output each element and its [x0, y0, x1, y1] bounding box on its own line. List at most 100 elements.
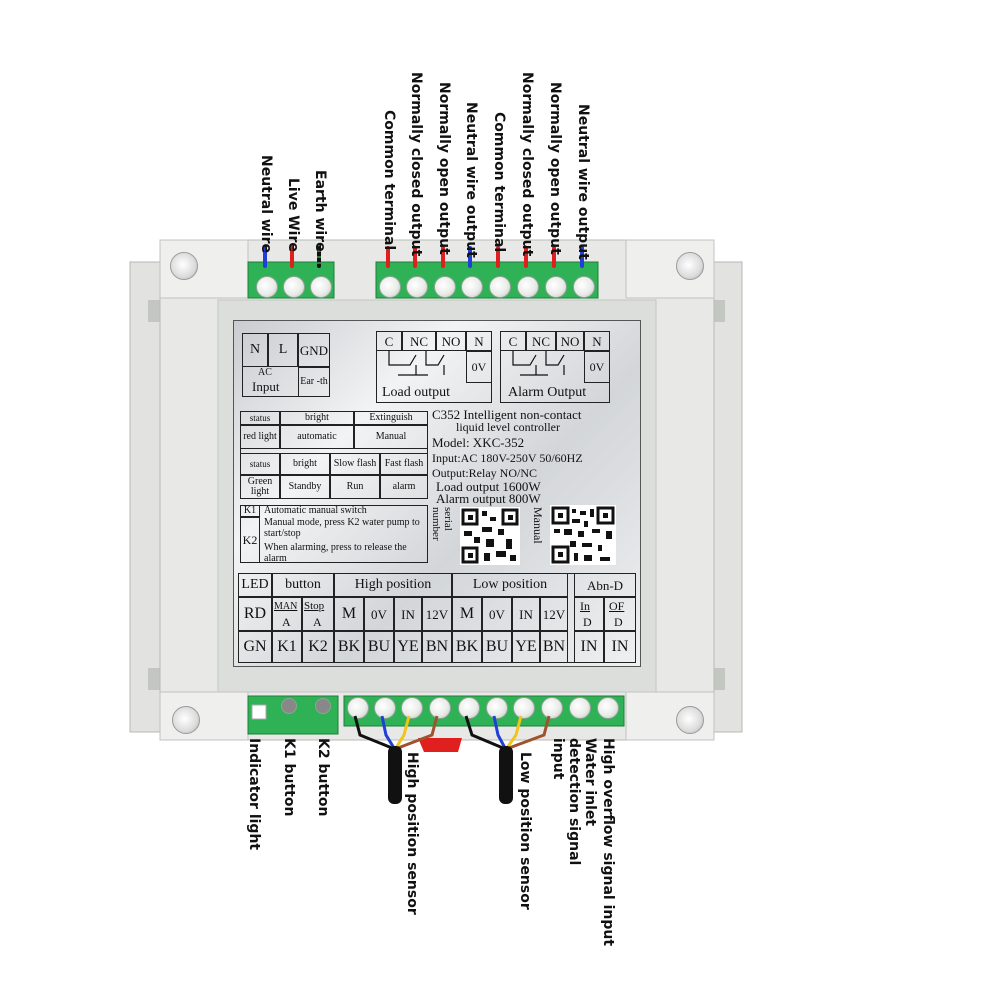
of-d-cell — [604, 597, 636, 631]
k1-cell: K1 — [272, 631, 302, 663]
bright-cell-2: bright — [280, 453, 330, 475]
spec-line-1: C352 Intelligent non-contact — [432, 407, 582, 422]
terminal-screw-high-m — [347, 697, 369, 719]
k2-cell: K2 — [302, 631, 334, 663]
high-m-cell: M — [334, 597, 364, 631]
mounting-hole-top-left — [170, 252, 198, 280]
man-a-top: MAN — [274, 601, 298, 612]
load-no-cell: NO — [436, 331, 466, 351]
load-0v-cell: 0V — [466, 351, 492, 383]
ac-input-label: Input — [252, 379, 280, 394]
alarm-relay-symbol — [512, 351, 565, 376]
standby-cell: Standby — [280, 475, 330, 499]
label-neutral-wire-output-1: Neutral wire output — [463, 102, 479, 258]
high-0v-cell: 0V — [364, 597, 394, 631]
stop-a-bottom: A — [313, 615, 322, 629]
label-low-position-sensor: Low position sensor — [517, 752, 533, 910]
spec-model: Model: XKC-352 — [432, 435, 525, 450]
high-position-header: High position — [334, 573, 452, 597]
terminal-screw-low-m — [458, 697, 480, 719]
high-in-cell: IN — [394, 597, 422, 631]
status-cell-2: status — [240, 453, 280, 475]
terminal-screw-load-n — [461, 276, 483, 298]
low-bu-cell: BU — [482, 631, 512, 663]
alarm-no-cell: NO — [556, 331, 584, 351]
wire-earth — [317, 246, 321, 268]
run-cell: Run — [330, 475, 380, 499]
spec-line-2: liquid level controller — [456, 420, 560, 434]
wire-neutral — [263, 246, 267, 268]
label-k1-button: K1 button — [281, 738, 297, 817]
low-bn-cell: BN — [540, 631, 568, 663]
terminal-screw-alarm-n — [573, 276, 595, 298]
k1-key-cell: K1 — [240, 505, 260, 517]
k2-key-cell: K2 — [240, 517, 260, 563]
wire-alarm-nc — [524, 246, 528, 268]
high-ye-cell: YE — [394, 631, 422, 663]
mounting-hole-top-right — [676, 252, 704, 280]
wire-load-no — [441, 246, 445, 268]
terminal-screw-high-12v — [429, 697, 451, 719]
load-c-cell: C — [376, 331, 402, 351]
gn-cell: GN — [238, 631, 272, 663]
k1-text: Automatic manual switch — [264, 505, 367, 516]
stop-a-cell — [302, 597, 334, 631]
rd-cell: RD — [238, 597, 272, 631]
wire-alarm-no — [552, 246, 556, 268]
wire-alarm-c — [496, 246, 500, 268]
label-common-terminal-1: Common terminal — [381, 110, 397, 251]
terminal-screw-high-in — [401, 697, 423, 719]
manual-label: Manual — [531, 507, 545, 544]
spec-alarm: Alarm output 800W — [436, 491, 541, 506]
terminal-screw-alarm-c — [489, 276, 511, 298]
high-12v-cell: 12V — [422, 597, 452, 631]
spec-load: Load output 1600W — [436, 479, 541, 494]
terminal-screw-low-12v — [541, 697, 563, 719]
k1-button-cap[interactable] — [281, 698, 297, 714]
low-bk-cell: BK — [452, 631, 482, 663]
k2-text-b: When alarming, press to release the alar… — [264, 542, 407, 564]
label-normally-closed-output-1: Normally closed output — [408, 72, 424, 257]
label-earth-wire: Earth wire — [312, 170, 328, 252]
serial-number-label: serial number — [430, 507, 454, 541]
serial-number-qr-icon — [460, 507, 520, 565]
load-relay-symbol — [388, 351, 445, 376]
terminal-screw-low-in — [513, 697, 535, 719]
in-d-top: In — [580, 599, 590, 613]
of-d-bottom: D — [614, 615, 623, 629]
low-ye-cell: YE — [512, 631, 540, 663]
led-header: LED — [238, 573, 272, 597]
label-neutral-wire: Neutral wire — [258, 155, 274, 254]
inlet-in-cell: IN — [574, 631, 604, 663]
terminal-screw-inlet — [569, 697, 591, 719]
mounting-hole-bottom-left — [172, 706, 200, 734]
alarm-n-cell: N — [584, 331, 610, 351]
terminal-screw-alarm-no — [545, 276, 567, 298]
label-water-inlet-detection: Water inlet detection signal input — [550, 738, 598, 866]
load-nc-cell: NC — [402, 331, 436, 351]
terminal-screw-alarm-nc — [517, 276, 539, 298]
label-high-overflow-signal: High overflow signal input — [600, 738, 616, 947]
label-normally-open-output-2: Normally open output — [547, 82, 563, 255]
terminal-screw-high-0v — [374, 697, 396, 719]
k2-button-cap[interactable] — [315, 698, 331, 714]
high-bk-cell: BK — [334, 631, 364, 663]
ac-l-cell: L — [268, 333, 298, 367]
in-d-bottom: D — [583, 615, 592, 629]
button-header: button — [272, 573, 334, 597]
red-light-cell: red light — [240, 425, 280, 449]
label-k2-button: K2 button — [315, 738, 331, 817]
label-common-terminal-2: Common terminal — [491, 112, 507, 253]
manual-cell: Manual — [354, 425, 428, 449]
k2-text-a: Manual mode, press K2 water pump to star… — [264, 517, 420, 539]
terminal-screw-low-0v — [486, 697, 508, 719]
automatic-cell: automatic — [280, 425, 354, 449]
stop-a-top: Stop — [304, 600, 325, 612]
bright-cell-1: bright — [280, 411, 354, 425]
ac-label: AC — [258, 367, 272, 378]
manual-qr-icon — [550, 505, 616, 565]
low-in-cell: IN — [512, 597, 540, 631]
terminal-screw-load-no — [434, 276, 456, 298]
alarm-output-title: Alarm Output — [508, 385, 587, 400]
